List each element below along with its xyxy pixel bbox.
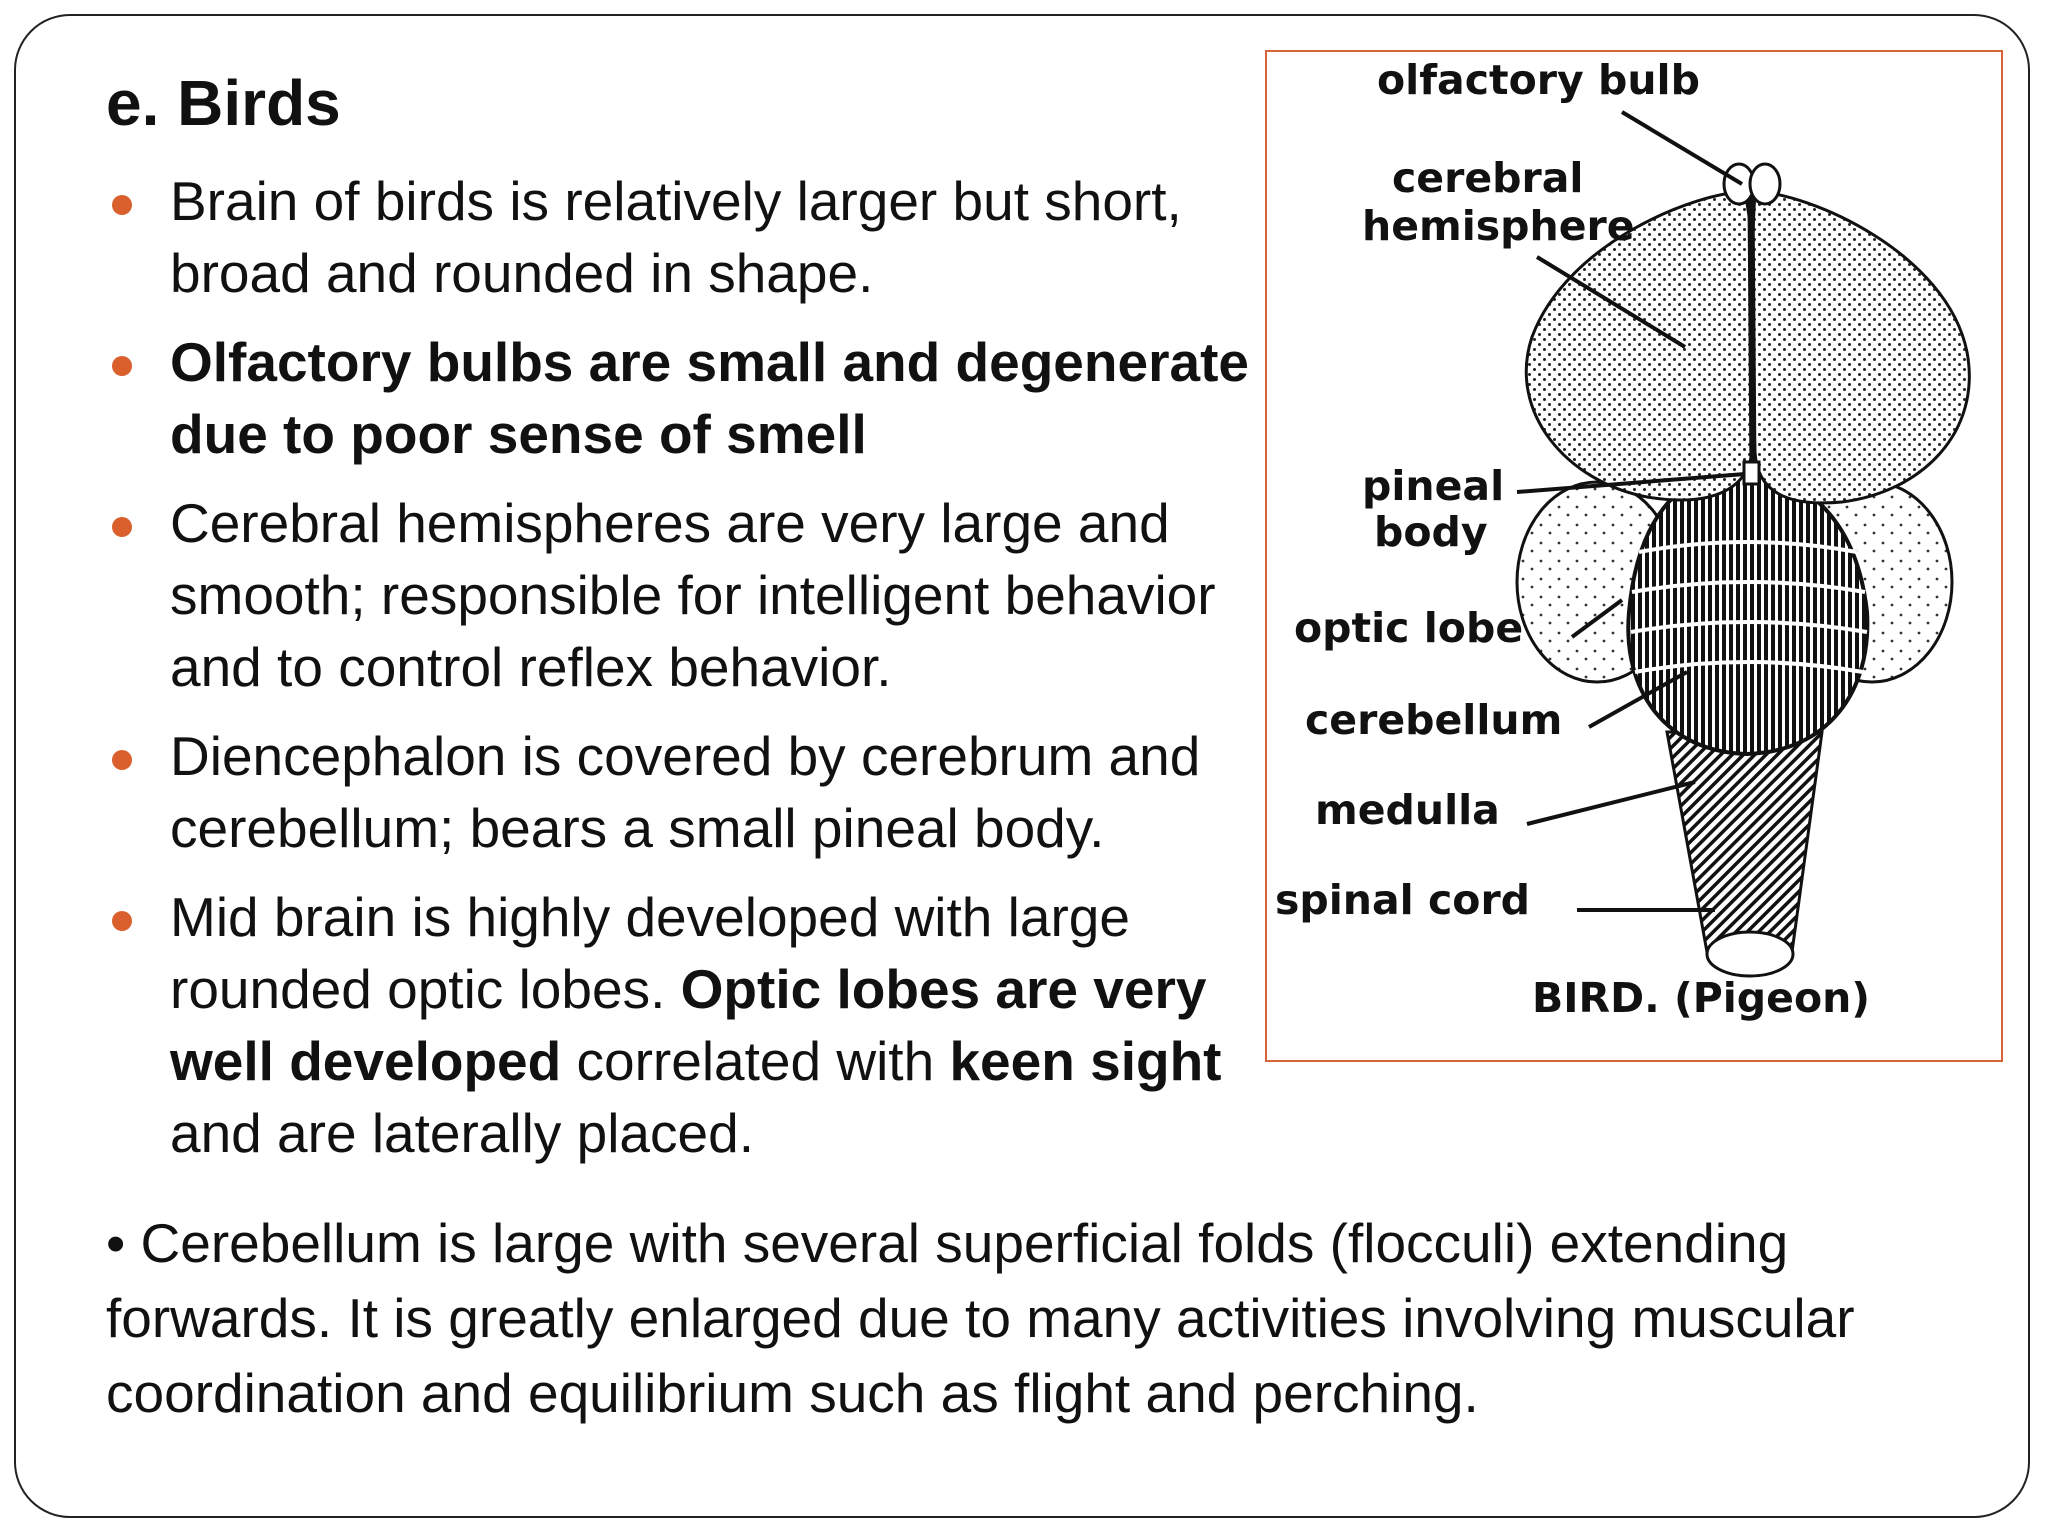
bullet-item: Cerebral hemispheres are very large and … (110, 487, 1270, 703)
bullet-dot-icon (112, 195, 132, 215)
cerebellum-shape (1626, 469, 1870, 757)
bullet-text: Cerebral hemispheres are very large and … (170, 492, 1216, 698)
medulla-shape (1665, 730, 1824, 954)
bullet-text: Diencephalon is covered by cerebrum and … (170, 725, 1201, 859)
spinal-cord-shape (1705, 930, 1795, 978)
bullet-dot-icon (112, 750, 132, 770)
label-cerebral: cerebral (1392, 154, 1583, 202)
bullet-text-part: correlated with (561, 1030, 950, 1092)
bullet-text: Brain of birds is relatively larger but … (170, 170, 1182, 304)
olfactory-bulb-right-shape (1748, 162, 1782, 206)
bullet-text-part: Mid brain is highly developed with large… (170, 886, 1130, 1020)
pointer-lines (1516, 110, 1746, 912)
bullet-text-bold: keen sight (949, 1030, 1222, 1092)
label-body: body (1374, 508, 1488, 556)
cerebral-hemisphere-right-shape (1750, 190, 1971, 505)
bird-brain-diagram: olfactory bulb cerebral hemisphere pinea… (1275, 56, 1971, 1022)
bullet-dot-icon (112, 517, 132, 537)
bullet-text-part: and are laterally placed. (170, 1102, 754, 1164)
bullet-item: Brain of birds is relatively larger but … (110, 165, 1270, 309)
slide-title: e. Birds (106, 67, 341, 139)
bullet-dot-icon (112, 356, 132, 376)
label-pineal: pineal (1362, 462, 1504, 510)
bullet-dot-icon (112, 911, 132, 931)
bullet-item: Diencephalon is covered by cerebrum and … (110, 720, 1270, 864)
bullet-text-bold: Optic lobes are very well developed (170, 958, 1207, 1092)
label-cerebellum: cerebellum (1305, 696, 1562, 744)
label-medulla: medulla (1315, 786, 1500, 834)
bullet-text: Olfactory bulbs are small and degenerate… (170, 331, 1249, 465)
bird-brain-figure: olfactory bulb cerebral hemisphere pinea… (1265, 50, 2003, 1062)
bullet-item: Olfactory bulbs are small and degenerate… (110, 326, 1270, 470)
figure-caption: BIRD. (Pigeon) (1532, 974, 1870, 1022)
cerebellum-paragraph: • Cerebellum is large with several super… (106, 1212, 1855, 1424)
label-hemisphere: hemisphere (1362, 202, 1635, 250)
bullet-item: Mid brain is highly developed with large… (110, 881, 1270, 1169)
label-olfactory-bulb: olfactory bulb (1377, 56, 1700, 104)
pineal-body-shape (1742, 460, 1761, 486)
label-spinal-cord: spinal cord (1275, 876, 1530, 924)
label-optic-lobe: optic lobe (1294, 604, 1523, 652)
bullet-list: Brain of birds is relatively larger but … (110, 165, 1270, 1186)
